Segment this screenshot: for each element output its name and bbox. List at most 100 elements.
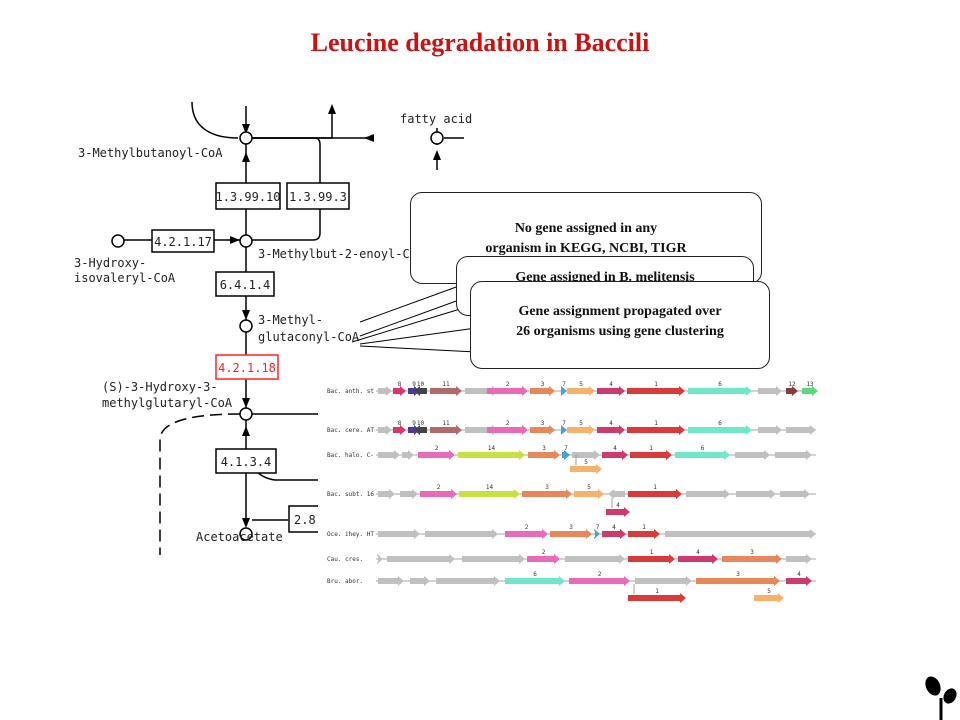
gene-arrow xyxy=(628,489,682,499)
gene-arrow xyxy=(378,425,392,435)
gene-arrow xyxy=(786,386,798,396)
gene-number-label: 4 xyxy=(609,381,613,388)
gene-arrow xyxy=(410,576,430,586)
gene-arrow xyxy=(565,554,625,564)
gene-number-label: 12 xyxy=(788,381,796,388)
gene-arrow xyxy=(462,554,525,564)
pathway-arrowheads xyxy=(230,104,441,528)
gene-arrow xyxy=(780,489,810,499)
gene-arrow xyxy=(567,425,595,435)
gene-arrow xyxy=(696,576,780,586)
gene-arrow xyxy=(597,386,625,396)
gene-arrow xyxy=(735,450,770,460)
enzyme-box-6: 4.1.3.4 xyxy=(215,448,277,474)
edge-top-left xyxy=(191,101,239,139)
enzyme-box-1: 1.3.99.10 xyxy=(215,182,281,210)
gene-arrow xyxy=(562,450,570,460)
gene-number-label: 7 xyxy=(562,420,566,427)
node-methylbutenoyl xyxy=(239,234,253,248)
svg-text:1.3.99.3: 1.3.99.3 xyxy=(289,190,347,204)
gene-arrow xyxy=(688,425,752,435)
sprout-logo xyxy=(925,676,957,720)
gene-arrow xyxy=(418,450,455,460)
gene-arrow xyxy=(775,450,812,460)
organism-label: Bac. halo. C- xyxy=(327,452,374,459)
callout-no-gene-line-2: organism in KEGG, NCBI, TIGR xyxy=(485,241,687,256)
gene-number-label: 9 xyxy=(412,381,416,388)
gene-arrow xyxy=(635,576,692,586)
gene-arrow xyxy=(527,554,560,564)
compound-fatty-acid: fatty acid xyxy=(400,112,472,126)
gene-arrow xyxy=(393,425,406,435)
gene-arrow xyxy=(402,450,414,460)
gene-arrow xyxy=(574,489,604,499)
callout-pointers xyxy=(351,281,477,353)
gene-arrow xyxy=(606,507,630,517)
node-methylglut xyxy=(239,319,253,333)
gene-arrow xyxy=(459,489,520,499)
gene-arrow xyxy=(675,450,730,460)
gene-arrow xyxy=(505,576,565,586)
gene-arrow xyxy=(678,554,718,564)
gene-arrow xyxy=(665,529,816,539)
gene-number-label: 2 xyxy=(506,381,510,388)
gene-number-label: 7 xyxy=(562,381,566,388)
callout-propagated-line-1: Gene assignment propagated over xyxy=(518,304,722,319)
gene-number-label: 4 xyxy=(797,571,801,578)
node-hmg xyxy=(239,407,253,421)
gene-arrow xyxy=(627,425,685,435)
gene-number-label: 5 xyxy=(579,420,583,427)
gene-arrow xyxy=(378,450,400,460)
gene-arrow xyxy=(378,386,392,396)
svg-text:1.3.99.10: 1.3.99.10 xyxy=(215,190,280,204)
gene-number-label: 5 xyxy=(587,484,591,491)
gene-arrow xyxy=(377,554,383,564)
gene-number-label: 1 xyxy=(654,381,658,388)
gene-arrow xyxy=(430,386,462,396)
gene-number-label: 4 xyxy=(612,524,616,531)
gene-number-label: 1 xyxy=(650,549,654,556)
svg-text:4.2.1.17: 4.2.1.17 xyxy=(154,235,212,249)
gene-arrow xyxy=(425,529,498,539)
gene-number-label: 2 xyxy=(598,571,602,578)
gene-arrow xyxy=(786,576,812,586)
gene-number-label: 4 xyxy=(616,502,620,509)
edge-dashed xyxy=(159,413,241,555)
gene-number-label: 3 xyxy=(541,381,545,388)
gene-arrow xyxy=(754,593,784,603)
callout-propagated: Gene assignment propagated over 26 organ… xyxy=(470,281,770,369)
gene-arrow xyxy=(378,576,404,586)
gene-arrow xyxy=(430,425,462,435)
gene-number-label: 3 xyxy=(545,484,549,491)
node-fatty-acid xyxy=(430,131,444,145)
gene-arrow xyxy=(561,425,567,435)
gene-arrow xyxy=(567,386,595,396)
enzyme-box-5: 4.2.1.18 xyxy=(215,354,279,380)
node-acetoacetate xyxy=(239,527,253,541)
gene-number-label: 2 xyxy=(542,549,546,556)
gene-number-label: 6 xyxy=(718,381,722,388)
gene-arrow xyxy=(569,576,630,586)
organism-label: Oce. ihey. HT xyxy=(327,531,374,538)
gene-number-label: 5 xyxy=(767,588,771,595)
gene-arrow xyxy=(594,529,600,539)
gene-arrow xyxy=(550,529,592,539)
gene-arrow xyxy=(786,425,816,435)
gene-arrow xyxy=(688,386,752,396)
gene-number-label: 4 xyxy=(613,445,617,452)
gene-arrow xyxy=(487,425,528,435)
gene-arrow xyxy=(487,386,528,396)
gene-arrow xyxy=(736,489,776,499)
gene-arrow xyxy=(627,386,685,396)
gene-arrow xyxy=(387,554,455,564)
gene-number-label: 2 xyxy=(435,445,439,452)
gene-number-label: 3 xyxy=(736,571,740,578)
gene-arrow xyxy=(458,450,525,460)
gene-arrow xyxy=(378,529,420,539)
node-hydroxy xyxy=(111,234,125,248)
organism-label: Bac. subt. 16 xyxy=(327,491,374,498)
gene-number-label: 1 xyxy=(653,484,657,491)
gene-arrow xyxy=(628,593,686,603)
